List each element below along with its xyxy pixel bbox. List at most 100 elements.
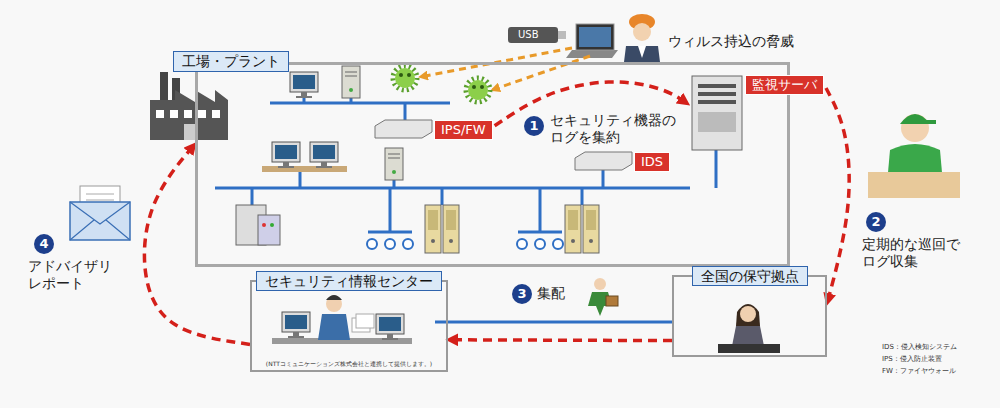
network-equipment [698, 92, 736, 96]
threat-text: ウィルス持込の脅威 [668, 33, 794, 50]
virus-threat [558, 31, 566, 39]
step-text: セキュリティ機器の ログを集約 [550, 112, 676, 146]
network-wires [539, 188, 542, 232]
virus-threat [466, 78, 490, 102]
network-wires [518, 231, 562, 234]
network-equipment [443, 205, 459, 253]
courier-icon [594, 278, 606, 290]
factory-icon [150, 72, 228, 140]
security-center-picture [272, 295, 412, 344]
node-heading: IDS [634, 152, 670, 172]
network-equipment [272, 142, 300, 168]
virus-threat [508, 27, 558, 43]
step-text: 集配 [537, 285, 565, 302]
abbreviation-note: IDS：侵入検知システム [882, 342, 957, 352]
security-center-picture [318, 314, 350, 340]
security-center-picture [326, 295, 342, 300]
factory-icon [170, 110, 178, 118]
operator-figure [718, 344, 780, 353]
network-wires [215, 187, 690, 190]
courier-icon [606, 296, 618, 306]
network-equipment [270, 223, 274, 227]
node-heading: セキュリティ情報センター [256, 271, 442, 292]
network-equipment [290, 72, 318, 98]
network-equipment [403, 239, 413, 249]
security-center-picture [282, 312, 310, 338]
factory-icon [212, 110, 220, 118]
callout-number: 3 [512, 284, 532, 304]
operator-figure [736, 304, 760, 326]
advisory-envelope [70, 202, 130, 240]
maintenance-person [901, 114, 929, 142]
advisory-envelope [86, 194, 114, 195]
network-equipment [385, 148, 403, 180]
node-heading: IPS/FW [434, 120, 493, 140]
network-equipment [262, 223, 266, 227]
virus-threat [624, 46, 660, 62]
network-wires [602, 170, 605, 188]
network-wires [715, 150, 718, 188]
abbreviation-note: IPS：侵入防止装置 [882, 354, 942, 364]
network-wires [435, 321, 672, 324]
security-center-picture [356, 314, 374, 328]
virus-threat [472, 85, 476, 89]
network-equipment [375, 120, 432, 138]
virus-threat [480, 85, 484, 89]
operator-figure [740, 306, 756, 322]
network-equipment [698, 112, 736, 132]
node-note: (NTTコミュニケーションズ株式会社と連携して提供します。) [266, 360, 432, 367]
factory-icon [198, 110, 206, 118]
network-wires [368, 231, 412, 234]
callout-number: 1 [524, 116, 544, 136]
network-equipment [258, 215, 280, 245]
maintenance-person [868, 172, 960, 198]
advisory-envelope [70, 202, 130, 240]
dashed-flow-arrow [826, 88, 849, 304]
network-area: 工場・プラントIPS/FWIDS監視サーバ [195, 62, 790, 267]
factory-icon [150, 90, 228, 140]
network-wires [215, 96, 716, 322]
callout-number: 4 [34, 234, 54, 254]
step-text: アドバイザリ レポート [28, 258, 112, 292]
network-equipment [262, 166, 347, 172]
network-equipment [517, 239, 527, 249]
node-heading: 全国の保守拠点 [692, 266, 808, 287]
network-wires [441, 188, 444, 205]
network-equipment [692, 76, 742, 150]
factory-icon [156, 110, 164, 118]
virus-threat [395, 68, 415, 88]
maintenance-person [926, 120, 936, 124]
node-heading: 監視サーバ [745, 75, 824, 95]
network-equipment [385, 239, 395, 249]
callout-number: 2 [866, 212, 886, 232]
network-wires [581, 188, 584, 205]
network-equipment [565, 205, 581, 253]
network-equipment [698, 100, 736, 104]
factory-icon [160, 72, 168, 102]
security-center-picture [326, 296, 342, 312]
network-equipment [583, 205, 599, 253]
network-wires [404, 103, 407, 120]
maintenance-person [900, 114, 930, 124]
network-equipment [310, 142, 338, 168]
network-wires [251, 188, 254, 205]
virus-threat [407, 73, 411, 77]
step-text: 定期的な巡回で ログ収集 [862, 236, 960, 270]
operator-figure [718, 304, 780, 353]
courier-icon [588, 278, 618, 316]
advisory-envelope [86, 200, 114, 201]
network-equipment [425, 205, 441, 253]
virus-threat [393, 66, 417, 90]
base-panel: 全国の保守拠点 [672, 275, 827, 357]
network-wires [393, 180, 396, 188]
network-equipment [575, 152, 632, 170]
network-equipment [342, 66, 360, 98]
virus-threat [566, 50, 618, 58]
maintenance-person [868, 114, 960, 198]
network-wires [299, 171, 302, 188]
monitor-server: 監視サーバ [688, 72, 826, 152]
security-center-picture [376, 314, 404, 340]
network-equipment [553, 239, 563, 249]
factory-icon [184, 110, 192, 118]
